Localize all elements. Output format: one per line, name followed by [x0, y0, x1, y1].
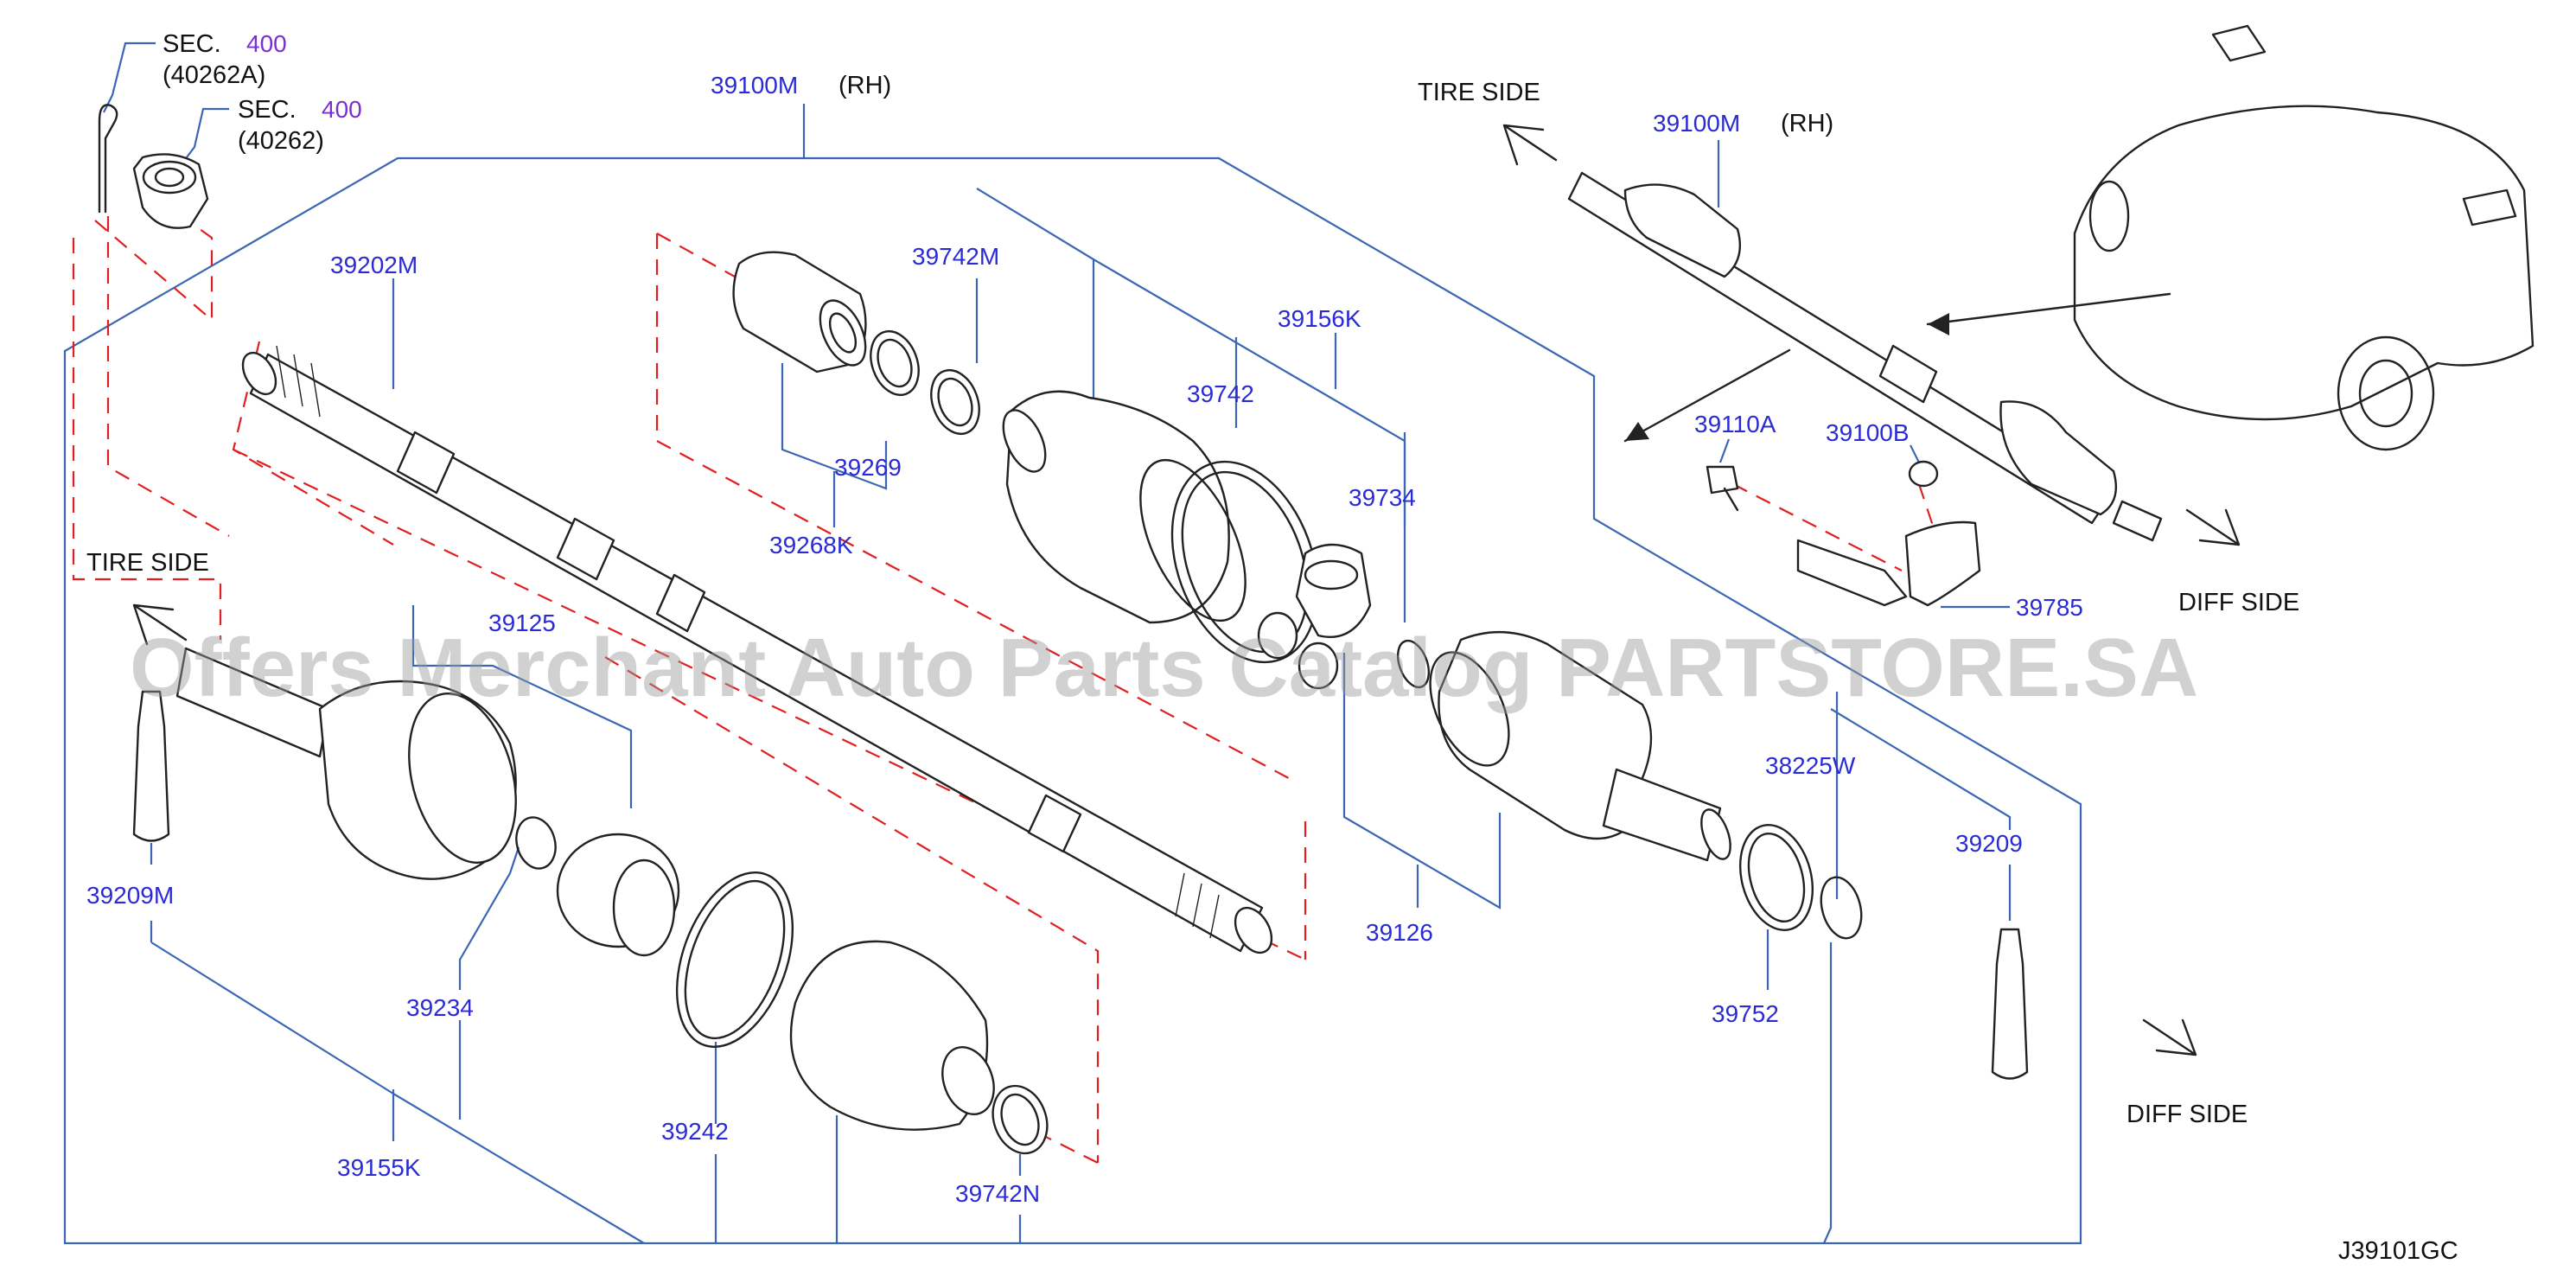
label-39202M: 39202M: [330, 252, 418, 278]
arrow-inset-1: [1926, 292, 2171, 335]
arrow-diff-side-right: [2185, 508, 2241, 546]
label-38225W: 38225W: [1765, 752, 1856, 779]
label-tire-side-top: TIRE SIDE: [1418, 79, 1540, 106]
label-39734: 39734: [1349, 484, 1416, 511]
grease-39209M: [132, 690, 170, 842]
label-39269: 39269: [834, 454, 902, 481]
clamp-39269: [870, 330, 920, 396]
snap-ring-38225W: [1820, 876, 1863, 940]
label-39209: 39209: [1955, 830, 2023, 857]
label-39100M-main: 39100M: [711, 72, 798, 99]
label-39209M: 39209M: [86, 882, 174, 909]
sec-num-a: 400: [246, 30, 287, 57]
label-39100M-inset: 39100M: [1653, 110, 1740, 137]
car-outline: [2073, 24, 2535, 451]
tripod-39734: [1257, 543, 1372, 690]
label-39155K: 39155K: [337, 1154, 421, 1181]
clamp-39742M: [930, 369, 980, 435]
label-diff-side-bottom: DIFF SIDE: [2126, 1101, 2248, 1128]
sec-num-b: 400: [322, 96, 362, 123]
label-rh-inset: (RH): [1781, 110, 1833, 137]
hub-nut: [132, 153, 209, 229]
label-diff-side-right: DIFF SIDE: [2178, 589, 2299, 616]
arrow-tire-side-top: [1502, 124, 1558, 166]
grease-39209: [1991, 928, 2029, 1080]
clamp-39742N: [992, 1084, 1049, 1155]
label-39156K: 39156K: [1278, 305, 1361, 332]
seal-39752: [1738, 824, 1814, 931]
label-39242: 39242: [661, 1118, 729, 1145]
label-39100B: 39100B: [1826, 419, 1910, 446]
sec-ref-a: (40262A): [163, 61, 265, 89]
label-39110A: 39110A: [1694, 411, 1776, 437]
diagram-code: J39101GC: [2338, 1237, 2458, 1265]
leader-lines: [63, 41, 2082, 1245]
clamp-39242: [675, 871, 794, 1048]
bolt-39110A: [1706, 465, 1739, 512]
boot-upper: [1002, 390, 1247, 624]
label-39742N: 39742N: [955, 1180, 1040, 1207]
inner-housing-39126: [1429, 630, 1731, 862]
label-rh-main: (RH): [838, 72, 891, 99]
tripod-housing-upper: [732, 251, 867, 373]
snap-ring-upper: [1396, 639, 1431, 689]
label-39752: 39752: [1712, 1000, 1779, 1027]
outer-joint-39125: [175, 647, 680, 957]
cotter-pin: [98, 104, 118, 214]
label-tire-side-left: TIRE SIDE: [86, 549, 209, 577]
label-39268K: 39268K: [769, 532, 853, 559]
bracket-39785: [1796, 520, 1981, 607]
boot-lower: [789, 940, 995, 1131]
shaft-39202M: [241, 345, 1273, 954]
arrow-diff-side-bottom: [2142, 1018, 2197, 1056]
label-39126: 39126: [1366, 919, 1433, 946]
nut-39100B: [1908, 460, 1939, 488]
arrow-inset-2: [1623, 348, 1791, 443]
inset-axle: [1567, 171, 2163, 542]
watermark: Offers Merchant Auto Parts Catalog PARTS…: [130, 622, 2198, 714]
label-39785: 39785: [2016, 594, 2083, 621]
sec-label-a: SEC.: [163, 30, 221, 58]
label-39125: 39125: [488, 610, 556, 636]
labels: SEC. 400 (40262A) SEC. 400 (40262) 39100…: [86, 30, 2458, 1265]
sec-ref-b: (40262): [238, 127, 324, 155]
label-39742: 39742: [1187, 380, 1254, 407]
label-39234: 39234: [406, 994, 474, 1021]
arrow-tire-side-left: [132, 603, 188, 646]
label-39742M: 39742M: [912, 243, 999, 270]
sec-label-b: SEC.: [238, 96, 296, 124]
